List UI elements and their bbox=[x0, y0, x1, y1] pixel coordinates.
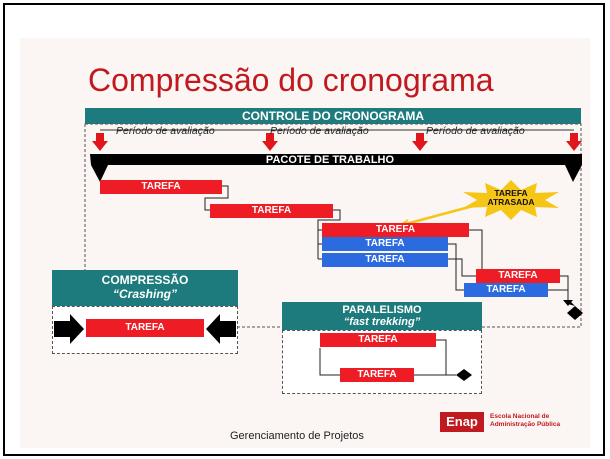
task-bar-blue-3: TAREFA bbox=[464, 283, 548, 297]
delayed-task-label-line2: ATRASADA bbox=[487, 197, 535, 207]
compression-arrows bbox=[54, 314, 236, 344]
period-label-2: Período de avaliação bbox=[270, 125, 369, 137]
parallel-task-bar-2: TAREFA bbox=[340, 368, 414, 382]
task-bar-2: TAREFA bbox=[210, 204, 333, 218]
enap-logo: Enap bbox=[440, 412, 484, 432]
compression-subtitle: “Crashing” bbox=[112, 287, 177, 301]
schedule-control-header: CONTROLE DO CRONOGRAMA bbox=[85, 108, 581, 124]
delayed-task-label-line1: TAREFA bbox=[494, 188, 528, 198]
task-bar-blue-1: TAREFA bbox=[322, 237, 448, 251]
footer-text: Gerenciamento de Projetos bbox=[230, 430, 364, 442]
parallelism-header: PARALELISMO “fast trekking” bbox=[282, 302, 482, 330]
delayed-task-star bbox=[463, 180, 559, 220]
compression-header: COMPRESSÃO “Crashing” bbox=[52, 270, 238, 306]
task-bar-3: TAREFA bbox=[476, 269, 560, 283]
enap-logo-text: Escola Nacional de Administração Pública bbox=[490, 413, 570, 429]
enap-logo-line1: Escola Nacional de bbox=[490, 413, 550, 420]
parallelism-title: PARALELISMO bbox=[342, 304, 422, 316]
period-label-3: Período de avaliação bbox=[426, 125, 525, 137]
task-bar-1: TAREFA bbox=[100, 180, 222, 194]
task-bar-delayed: TAREFA bbox=[322, 223, 469, 237]
compression-title: COMPRESSÃO bbox=[101, 273, 189, 287]
parallelism-subtitle: “fast trekking” bbox=[343, 316, 421, 328]
task-bar-blue-2: TAREFA bbox=[322, 253, 448, 267]
work-package-label: PACOTE DE TRABALHO bbox=[265, 154, 395, 166]
enap-logo-line2: Administração Pública bbox=[490, 421, 561, 428]
period-label-1: Período de avaliação bbox=[116, 125, 215, 137]
compression-task-bar: TAREFA bbox=[86, 319, 204, 337]
slide-title: Compressão do cronograma bbox=[88, 62, 494, 98]
parallel-task-bar-1: TAREFA bbox=[320, 333, 436, 347]
